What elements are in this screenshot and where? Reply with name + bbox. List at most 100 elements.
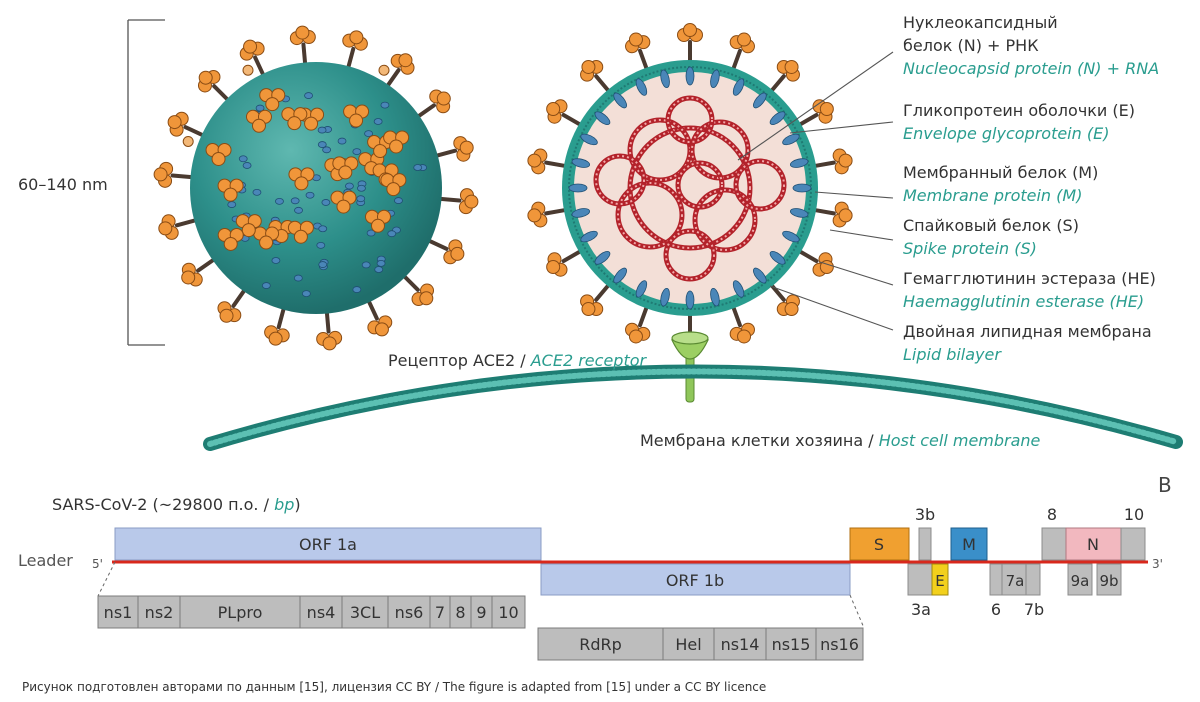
spike-head-top <box>367 135 394 159</box>
spike-protein <box>167 111 208 139</box>
spike-protein <box>767 59 800 96</box>
membrane-protein <box>732 78 745 96</box>
size-label: 60–140 nm <box>18 175 108 194</box>
membrane-protein <box>290 197 300 205</box>
membrane-protein <box>413 164 423 171</box>
membrane-proteins <box>568 66 812 310</box>
membrane-protein <box>782 133 800 146</box>
membrane-protein <box>304 92 313 99</box>
spike-protein <box>729 32 755 74</box>
nsp-7: 7 <box>429 595 451 629</box>
membrane-protein <box>660 287 670 307</box>
spike-head-top <box>245 109 272 133</box>
spike-head-top <box>205 142 232 166</box>
svg-text:9: 9 <box>476 603 486 622</box>
membrane-protein <box>685 66 695 86</box>
spike-protein <box>546 99 585 128</box>
gene-7a-box <box>1001 563 1027 596</box>
spike-head-top <box>259 88 286 112</box>
spike-protein <box>527 148 570 175</box>
membrane-protein <box>337 137 347 145</box>
membrane-protein <box>753 267 767 284</box>
svg-text:Hel: Hel <box>675 635 701 654</box>
gene-9b-box <box>1096 563 1122 596</box>
gene-6-label: 6 <box>991 600 1001 619</box>
gene-8-label: 8 <box>1047 505 1057 524</box>
spike-head-top <box>343 104 370 128</box>
membrane-protein <box>227 201 237 208</box>
gene-3b-label: 3b <box>915 505 935 524</box>
nsp-10: 10 <box>491 595 526 629</box>
spike-head-top <box>380 173 407 197</box>
label-n-ru-1: Нуклеокапсидный <box>903 13 1058 32</box>
nsp-9: 9 <box>470 595 493 629</box>
membrane-protein <box>293 274 303 282</box>
svg-text:ns14: ns14 <box>721 635 760 654</box>
five-prime: 5' <box>92 557 103 571</box>
spike-head-top <box>217 227 244 251</box>
membrane-protein <box>376 259 386 267</box>
spike-protein <box>677 23 703 66</box>
gene-6-box <box>989 563 1003 596</box>
spike-protein <box>729 302 755 344</box>
gene-e-box <box>931 563 949 596</box>
membrane-protein <box>238 155 248 163</box>
spike-protein <box>264 303 290 346</box>
spike-protein <box>580 280 613 317</box>
nucleocapsid-rna <box>593 95 787 282</box>
spike-protein <box>289 25 316 69</box>
membrane-protein <box>352 286 362 293</box>
label-m-en: Membrane protein (M) <box>903 186 1082 205</box>
gene-7b-box <box>1025 563 1041 596</box>
spike-head-top <box>332 156 359 180</box>
gene-s-box <box>849 527 910 561</box>
membrane-protein <box>357 184 366 192</box>
membrane-protein <box>321 199 331 206</box>
svg-text:8: 8 <box>455 603 465 622</box>
leader-label: Leader <box>18 551 73 570</box>
membrane-protein <box>305 191 315 199</box>
membrane-protein <box>261 282 271 289</box>
spike-protein <box>810 201 853 228</box>
gene-8-box <box>1041 527 1067 561</box>
membrane-protein <box>356 195 366 203</box>
label-ace2: Рецептор ACE2 / ACE2 receptor <box>388 351 648 370</box>
nsp-3cl: 3CL <box>341 595 389 629</box>
he-protein <box>242 64 254 76</box>
membrane-protein <box>594 251 611 265</box>
spike-head-top <box>253 226 280 250</box>
spike-protein <box>431 136 474 162</box>
membrane-protein <box>316 241 326 249</box>
spike-head-top <box>364 209 391 233</box>
spike-protein <box>546 248 585 277</box>
gene-9a-label: 9a <box>1071 572 1090 590</box>
gene-s-label: S <box>874 535 884 554</box>
nsp-hel: Hel <box>662 627 715 661</box>
label-lipid-en: Lipid bilayer <box>903 345 1002 364</box>
gene-10-label: 10 <box>1124 505 1144 524</box>
figure-caption: Рисунок подготовлен авторами по данным [… <box>22 680 767 694</box>
membrane-protein <box>387 230 397 238</box>
membrane-protein <box>789 208 809 218</box>
membrane-protein <box>580 230 598 243</box>
gene-e-label: E <box>935 572 944 590</box>
label-he-en: Haemagglutinin esterase (HE) <box>903 292 1144 311</box>
spike-head-top <box>383 130 410 154</box>
nsp-8: 8 <box>449 595 472 629</box>
membrane-protein <box>789 158 809 168</box>
membrane-protein <box>352 148 362 155</box>
size-bracket <box>127 19 165 346</box>
gene-7b-label: 7b <box>1024 600 1044 619</box>
genome-title: SARS-CoV-2 (~29800 п.о. / bp) <box>52 495 301 514</box>
gene-n-box <box>1065 527 1122 561</box>
spike-protein <box>316 307 343 351</box>
membrane-protein <box>635 280 648 298</box>
spike-protein <box>795 248 834 277</box>
gene-3b-box <box>918 527 932 561</box>
membrane-protein <box>366 229 376 237</box>
spike-protein <box>153 161 197 188</box>
membrane-protein <box>322 146 332 154</box>
